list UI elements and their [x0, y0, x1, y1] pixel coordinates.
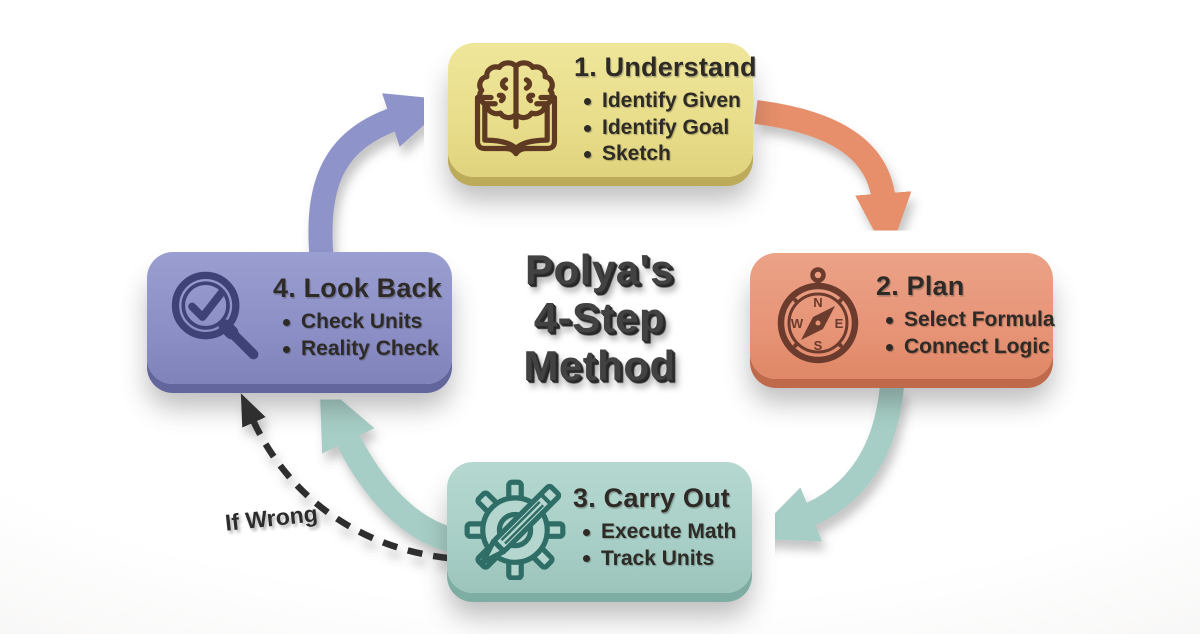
bullet-item: Identify Given	[584, 88, 757, 115]
compass-icon: N E S W	[766, 266, 870, 366]
bullet-dot	[283, 345, 290, 353]
step-1-understand-card: 1. Understand Identify Given Identify Go…	[448, 43, 756, 177]
bullet-item: Sketch	[584, 141, 757, 168]
step-3-carryout-card: 3. Carry Out Execute Math Track Units	[447, 462, 752, 593]
arrow-carryout-to-lookback	[319, 381, 456, 553]
bullet-dot	[583, 555, 590, 563]
bullet-item: Track Units	[583, 546, 742, 573]
step-4-lookback-card: 4. Look Back Check Units Reality Check	[147, 252, 452, 384]
step-bullet-list: Check Units Reality Check	[283, 309, 442, 362]
bullet-dot	[584, 124, 591, 132]
step-bullet-list: Execute Math Track Units	[583, 519, 742, 572]
bullet-item: Identify Goal	[584, 115, 757, 142]
compass-s-label: S	[814, 338, 823, 353]
arrow-understand-to-plan	[754, 100, 912, 258]
bullet-dot	[584, 97, 591, 105]
step-bullet-list: Identify Given Identify Goal Sketch	[584, 88, 757, 168]
bullet-dot	[886, 317, 893, 325]
bullet-dot	[583, 528, 590, 536]
title-line-2: 4-Step	[533, 294, 666, 341]
compass-e-label: E	[835, 316, 844, 331]
bullet-dot	[283, 319, 290, 327]
step-title: 2. Plan	[876, 271, 965, 302]
step-bullet-list: Select Formula Connect Logic	[886, 307, 1055, 360]
compass-w-label: W	[791, 316, 804, 331]
gear-pencil-icon	[463, 476, 567, 580]
diagram-title: Polya's 4-Step Method	[492, 246, 707, 390]
bullet-dot	[886, 343, 893, 351]
magnifier-check-icon	[163, 266, 267, 370]
arrow-if-wrong-dashed	[240, 393, 449, 562]
step-title: 3. Carry Out	[573, 482, 730, 513]
arrow-plan-to-carryout	[749, 384, 904, 542]
step-title: 4. Look Back	[273, 273, 442, 304]
compass-n-label: N	[813, 295, 822, 310]
step-2-plan-card: N E S W 2. Plan Select Formula Connect L…	[750, 253, 1055, 379]
bullet-item: Check Units	[283, 309, 442, 336]
book-brain-icon	[464, 58, 568, 162]
bullet-item: Connect Logic	[886, 334, 1055, 361]
bullet-item: Reality Check	[283, 336, 442, 363]
bullet-dot	[584, 151, 591, 159]
title-line-1: Polya's	[525, 246, 674, 293]
bullet-item: Select Formula	[886, 307, 1055, 334]
bullet-item: Execute Math	[583, 519, 742, 546]
arrow-lookback-to-understand	[308, 93, 452, 264]
title-line-3: Method	[523, 342, 676, 389]
step-title: 1. Understand	[574, 52, 757, 83]
